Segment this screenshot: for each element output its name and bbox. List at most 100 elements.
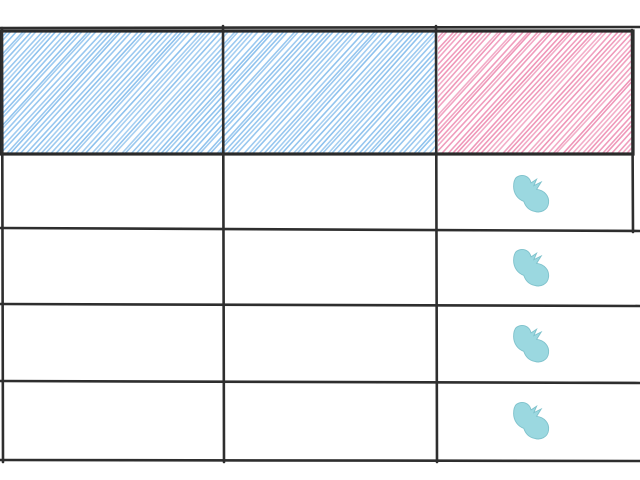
hatch-stroke <box>488 32 604 155</box>
hatch-stroke <box>84 32 199 153</box>
hatch-stroke <box>95 32 208 153</box>
hatch-stroke <box>224 32 321 137</box>
row-divider-1 <box>0 226 640 233</box>
hatch-stroke <box>416 132 436 153</box>
hatch-stroke <box>263 32 376 153</box>
hatch-stroke <box>483 32 598 155</box>
hatch-stroke <box>50 32 164 153</box>
hatch-stroke <box>2 32 79 116</box>
hatch-stroke <box>318 32 430 153</box>
hatch-stroke <box>2 32 37 71</box>
hatch-stroke <box>580 97 632 155</box>
column-divider-2 <box>434 24 439 464</box>
hatch-stroke <box>25 32 140 153</box>
hatch-stroke <box>206 135 222 153</box>
hatch-stroke <box>438 32 508 109</box>
left-border <box>0 26 5 464</box>
hatch-stroke <box>438 32 475 72</box>
hatch-stroke <box>342 49 436 153</box>
hatch-stroke <box>36 32 148 153</box>
hatch-stroke <box>493 32 608 155</box>
hatch-stroke <box>438 32 550 153</box>
hatch-stroke <box>224 32 300 115</box>
hatch-stroke <box>468 32 585 155</box>
hatch-stroke <box>438 32 503 104</box>
header-row <box>0 29 635 156</box>
hatch-stroke <box>600 119 632 155</box>
table-grid <box>0 24 640 464</box>
hatch-stroke <box>413 128 436 153</box>
hatch-stroke <box>615 136 632 155</box>
hatch-stroke <box>224 32 335 153</box>
hatch-stroke <box>110 32 222 153</box>
hatch-stroke <box>224 32 316 131</box>
hatch-stroke <box>226 32 341 153</box>
hatch-stroke <box>438 32 500 99</box>
hatch-stroke <box>438 32 540 143</box>
hatch-stroke <box>438 32 543 147</box>
hatch-stroke <box>174 101 222 153</box>
hatch-stroke <box>2 32 92 131</box>
hatch-stroke <box>224 32 306 121</box>
hatch-stroke <box>114 35 222 153</box>
hatch-stroke <box>603 123 632 155</box>
hatch-stroke <box>19 32 133 153</box>
hatch-stroke <box>2 32 33 66</box>
hatch-stroke <box>594 114 632 155</box>
hatch-stroke <box>445 32 560 155</box>
row-divider-3 <box>0 379 640 385</box>
hatch-stroke <box>2 32 73 110</box>
hatch-stroke <box>588 107 632 155</box>
hatch-stroke <box>236 32 350 153</box>
hatch-stroke <box>550 64 632 155</box>
hatch-stroke <box>292 32 406 153</box>
hatch-stroke <box>2 32 69 104</box>
hatch-stroke <box>2 32 44 77</box>
hatch-stroke <box>224 32 331 148</box>
hatch-stroke <box>65 32 179 153</box>
hatch-stroke <box>2 32 114 153</box>
hatch-stroke <box>450 32 565 155</box>
hatch-stroke <box>40 32 154 153</box>
hatch-stroke <box>553 70 632 155</box>
hatch-stroke <box>438 32 515 117</box>
hatch-stroke <box>391 103 436 153</box>
hatch-stroke <box>382 93 436 153</box>
row-divider-2 <box>0 302 640 308</box>
hatch-stroke <box>258 32 371 153</box>
hatch-stroke <box>438 32 455 51</box>
ghost-hand-icon <box>513 325 550 363</box>
hatch-stroke <box>545 59 632 155</box>
hatch-stroke <box>438 32 469 66</box>
hatch-stroke <box>438 32 489 88</box>
hatch-stroke <box>156 79 222 153</box>
hatch-stroke <box>570 87 632 155</box>
hatch-stroke <box>464 32 579 155</box>
hatch-stroke <box>150 74 222 153</box>
hatch-stroke <box>2 32 97 137</box>
ghost-hand-icon <box>513 402 550 440</box>
hatch-stroke <box>564 80 632 155</box>
hatch-stroke <box>74 32 187 153</box>
hatch-stroke <box>14 32 128 153</box>
hatch-stroke <box>130 52 222 153</box>
hatch-stroke <box>438 32 480 77</box>
hatch-stroke <box>438 32 518 120</box>
hatch-stroke <box>230 32 346 153</box>
hatch-stroke <box>367 77 436 153</box>
hatch-stroke <box>224 32 250 61</box>
hatch-stroke <box>321 32 436 153</box>
hatch-stroke <box>61 32 174 153</box>
hatch-stroke <box>2 32 49 83</box>
hatch-stroke <box>398 111 436 153</box>
hatch-stroke <box>224 32 285 98</box>
hatch-stroke <box>224 32 274 88</box>
hatch-stroke <box>2 32 104 142</box>
hatch-stroke <box>248 32 359 153</box>
hatch-stroke <box>371 82 436 153</box>
hatch-stroke <box>407 121 436 153</box>
hatch-stroke <box>2 32 27 60</box>
hatch-stroke <box>243 32 355 153</box>
hatch-stroke <box>224 32 254 66</box>
hatch-stroke <box>224 32 259 71</box>
